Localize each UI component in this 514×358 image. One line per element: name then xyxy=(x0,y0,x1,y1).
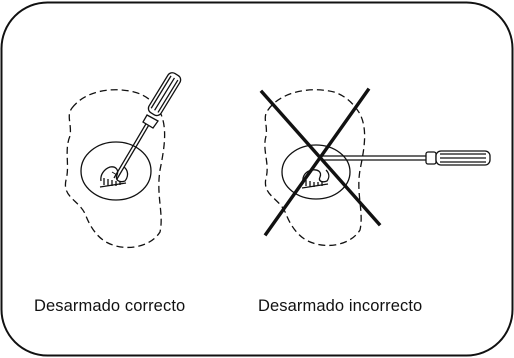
caption-correct-disassembly: Desarmado correcto xyxy=(34,297,186,315)
screwdriver-icon xyxy=(113,72,182,180)
part-outline-left xyxy=(64,89,166,249)
part-outline-right xyxy=(264,89,366,247)
incorrect-disassembly-illustration xyxy=(259,87,491,247)
caption-incorrect-disassembly: Desarmado incorrecto xyxy=(258,297,423,315)
component-oval-right xyxy=(281,144,351,200)
latch-detail-right xyxy=(302,169,330,183)
component-oval-left xyxy=(80,141,152,201)
screwdriver-icon xyxy=(322,150,491,166)
correct-disassembly-illustration xyxy=(64,72,182,249)
cross-mark-icon xyxy=(259,87,382,237)
